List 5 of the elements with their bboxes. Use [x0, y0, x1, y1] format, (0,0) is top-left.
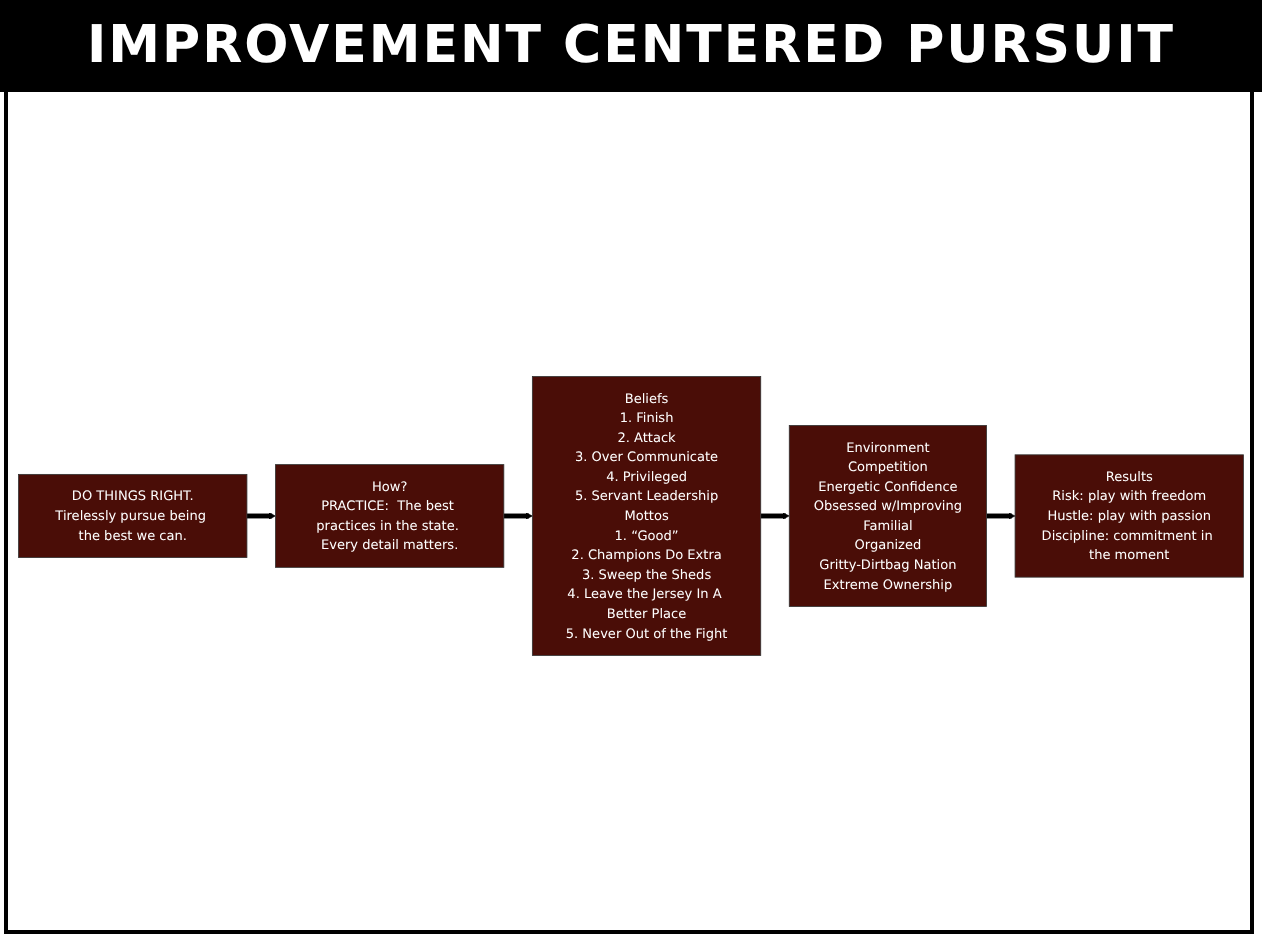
arrow [246, 511, 276, 519]
arrow [986, 511, 1016, 519]
arrow [503, 511, 533, 519]
arrow [760, 511, 790, 519]
title-banner: IMPROVEMENT CENTERED PURSUIT [0, 0, 1262, 92]
